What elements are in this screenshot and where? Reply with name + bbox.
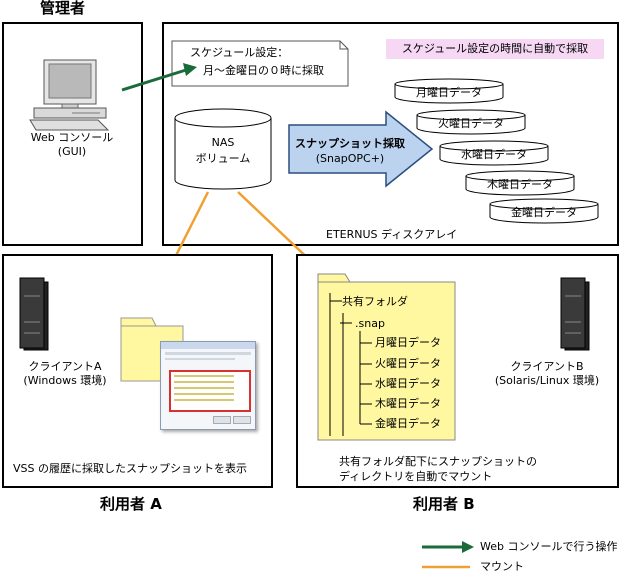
- snapshot-arrow-line2: (SnapOPC+): [315, 152, 385, 165]
- client-a-line1: クライアントA: [28, 360, 102, 373]
- schedule-note-line1: スケジュール設定：: [190, 46, 289, 59]
- disk-thursday-label: 木曜日データ: [487, 178, 553, 191]
- snap-item-tuesday: 火曜日データ: [375, 357, 441, 370]
- disk-wednesday-label: 水曜日データ: [461, 148, 527, 161]
- legend-web-op: Web コンソールで行う操作: [480, 540, 618, 553]
- disk-thursday: 木曜日データ: [465, 170, 575, 196]
- disk-tuesday: 火曜日データ: [416, 109, 526, 135]
- client-b-line2: (Solaris/Linux 環境): [494, 374, 600, 387]
- user-a-title: 利用者 A: [100, 495, 162, 513]
- legend-mount: マウント: [480, 560, 524, 573]
- admin-title: 管理者: [40, 0, 86, 17]
- snap-item-thursday: 木曜日データ: [375, 397, 441, 410]
- eternus-label: ETERNUS ディスクアレイ: [326, 228, 458, 241]
- user-b-desc-line1: 共有フォルダ配下にスナップショットの: [339, 455, 537, 468]
- snap-item-monday: 月曜日データ: [375, 336, 441, 349]
- nas-label-line2: ボリューム: [195, 152, 251, 165]
- disk-friday: 金曜日データ: [489, 198, 599, 224]
- disk-tuesday-label: 火曜日データ: [438, 117, 504, 130]
- user-b-title: 利用者 B: [413, 495, 475, 513]
- client-b-line1: クライアントB: [510, 360, 584, 373]
- snap-folder-label: .snap: [355, 317, 385, 330]
- nas-label-line1: NAS: [211, 136, 235, 149]
- user-b-desc-line2: ディレクトリを自動でマウント: [339, 470, 493, 483]
- pc-label-line1: Web コンソール: [30, 131, 114, 144]
- user-a-desc: VSS の履歴に採取したスナップショットを表示: [13, 462, 247, 475]
- disk-monday: 月曜日データ: [394, 78, 504, 104]
- schedule-note-line2: 月～金曜日の０時に採取: [203, 64, 324, 77]
- auto-capture-badge: [386, 39, 604, 59]
- disk-monday-label: 月曜日データ: [416, 86, 482, 99]
- vss-window: [160, 341, 256, 430]
- auto-capture-badge-text: スケジュール設定の時間に自動で採取: [401, 42, 589, 55]
- disk-wednesday: 水曜日データ: [439, 140, 549, 166]
- pc-label-line2: (GUI): [57, 145, 87, 158]
- snapshot-arrow-line1: スナップショット採取: [295, 137, 405, 150]
- admin-box: [2, 22, 143, 246]
- snap-item-wednesday: 水曜日データ: [375, 377, 441, 390]
- share-folder-label: 共有フォルダ: [342, 295, 408, 308]
- disk-friday-label: 金曜日データ: [511, 206, 577, 219]
- snap-item-friday: 金曜日データ: [375, 417, 441, 430]
- client-a-line2: (Windows 環境): [23, 374, 107, 387]
